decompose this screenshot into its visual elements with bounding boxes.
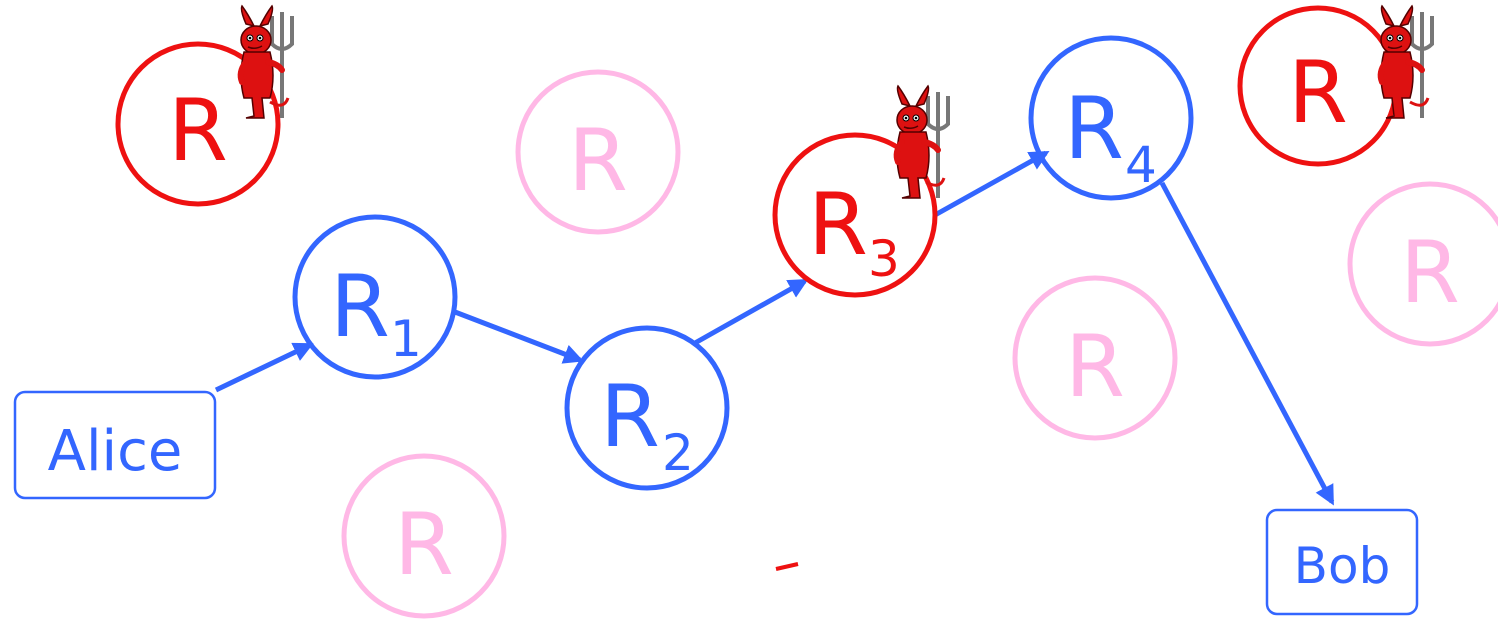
svg-text:R: R	[1064, 79, 1124, 179]
stray-red-dash	[775, 562, 799, 571]
idle-relay-top-center: R	[515, 69, 681, 235]
relay-subscript: 1	[390, 310, 422, 368]
edge-r4-bob	[1159, 181, 1335, 506]
malicious-relay-top-right: R	[1237, 6, 1432, 167]
endpoint-label-alice: Alice	[48, 419, 183, 484]
relay-label: R	[1064, 79, 1124, 179]
svg-text:R: R	[808, 175, 868, 275]
relay-subscript: 3	[868, 230, 900, 288]
endpoint-bob: Bob	[1265, 508, 1419, 616]
relay-label: R	[808, 175, 868, 275]
relay-subscript: 2	[662, 424, 694, 482]
devil-icon	[897, 86, 948, 198]
relay-label: R	[1400, 223, 1460, 323]
route-edges	[214, 150, 1335, 506]
relay-r1: R 1	[292, 214, 458, 380]
edge-r1-r2	[454, 309, 584, 364]
relay-label: R	[1065, 317, 1125, 417]
idle-relay-right-edge: R	[1347, 181, 1498, 347]
edge-alice-r1	[214, 342, 314, 393]
devil-icon	[241, 6, 292, 118]
svg-text:R: R	[600, 367, 660, 467]
edge-r2-r3	[693, 278, 809, 346]
relay-r4: R 4	[1028, 35, 1194, 201]
relay-label: R	[330, 257, 390, 357]
relay-label: R	[168, 81, 228, 181]
relay-label: R	[600, 367, 660, 467]
svg-text:R: R	[330, 257, 390, 357]
relay-label: R	[568, 111, 628, 211]
endpoint-label-bob: Bob	[1294, 537, 1391, 595]
relay-r2: R 2	[564, 325, 730, 491]
malicious-relay-top-left: R	[115, 6, 292, 207]
edge-r3-r4	[933, 150, 1050, 218]
idle-relay-middle-right: R	[1012, 275, 1178, 441]
idle-relay-bottom-left: R	[341, 453, 507, 619]
relay-label: R	[394, 495, 454, 595]
endpoint-alice: Alice	[13, 390, 217, 500]
relay-subscript: 4	[1125, 136, 1157, 194]
devil-icon	[1381, 6, 1432, 118]
relay-r3: R 3	[772, 86, 948, 298]
relay-label: R	[1288, 43, 1348, 143]
